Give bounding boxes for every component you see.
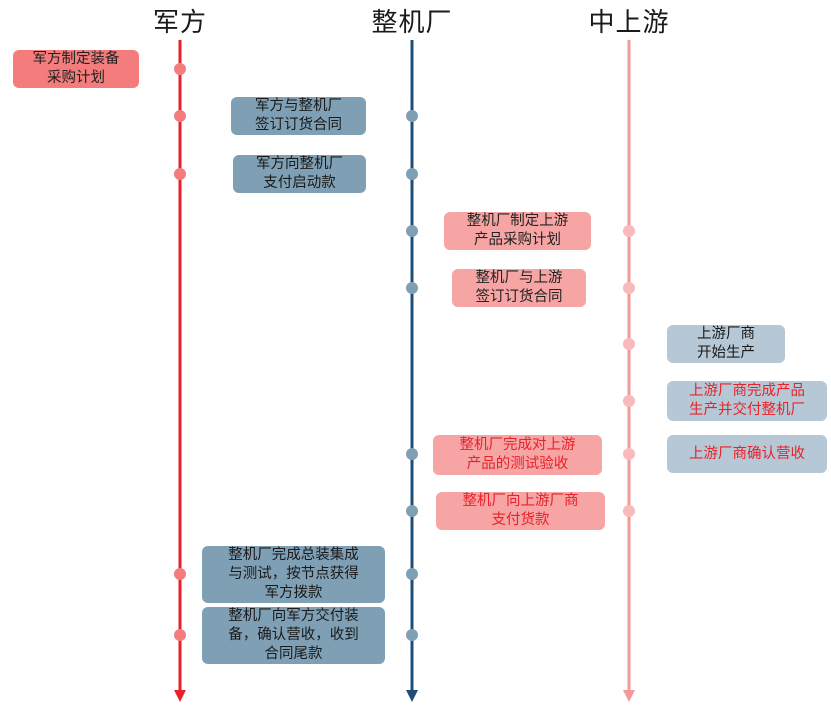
lane-node [623, 225, 635, 237]
lane-node [623, 338, 635, 350]
lane-node [406, 629, 418, 641]
step-oem-pay-upstream: 整机厂向上游厂商 支付货款 [436, 492, 605, 530]
lane-node [623, 448, 635, 460]
lane-node [174, 568, 186, 580]
lane-title-upstream: 中上游 [588, 8, 670, 38]
step-oem-upstream-procurement-plan: 整机厂制定上游 产品采购计划 [444, 212, 591, 250]
step-oem-test-acceptance: 整机厂完成对上游 产品的测试验收 [433, 435, 602, 475]
lane-node [406, 225, 418, 237]
lane-node [174, 110, 186, 122]
step-military-procurement-plan: 军方制定装备 采购计划 [13, 50, 139, 88]
step-sign-order-contract-upstream: 整机厂与上游 签订订货合同 [452, 269, 586, 307]
arrow-down-icon [406, 690, 418, 702]
lane-node [406, 168, 418, 180]
step-upstream-confirm-revenue: 上游厂商确认营收 [667, 435, 827, 473]
lane-node [406, 448, 418, 460]
lane-node [174, 168, 186, 180]
arrow-down-icon [174, 690, 186, 702]
arrow-down-icon [623, 690, 635, 702]
lane-node [623, 395, 635, 407]
lane-node [623, 505, 635, 517]
lane-line-military [178, 40, 182, 692]
step-oem-final-assembly: 整机厂完成总装集成 与测试，按节点获得 军方拨款 [202, 546, 385, 603]
lane-title-military: 军方 [152, 8, 208, 38]
lane-node [623, 282, 635, 294]
lane-node [174, 63, 186, 75]
step-oem-deliver-equipment: 整机厂向军方交付装 备，确认营收，收到 合同尾款 [202, 607, 385, 664]
step-upstream-start-production: 上游厂商 开始生产 [667, 325, 785, 363]
lane-node [406, 505, 418, 517]
lane-node [174, 629, 186, 641]
lane-node [406, 568, 418, 580]
lane-title-oem: 整机厂 [371, 8, 453, 38]
step-upstream-deliver-products: 上游厂商完成产品 生产并交付整机厂 [667, 381, 827, 421]
step-pay-startup-fund: 军方向整机厂 支付启动款 [233, 155, 366, 193]
lane-node [406, 282, 418, 294]
step-sign-order-contract-oem: 军方与整机厂 签订订货合同 [231, 97, 366, 135]
lane-line-oem [410, 40, 414, 692]
lane-line-upstream [627, 40, 631, 692]
lane-node [406, 110, 418, 122]
